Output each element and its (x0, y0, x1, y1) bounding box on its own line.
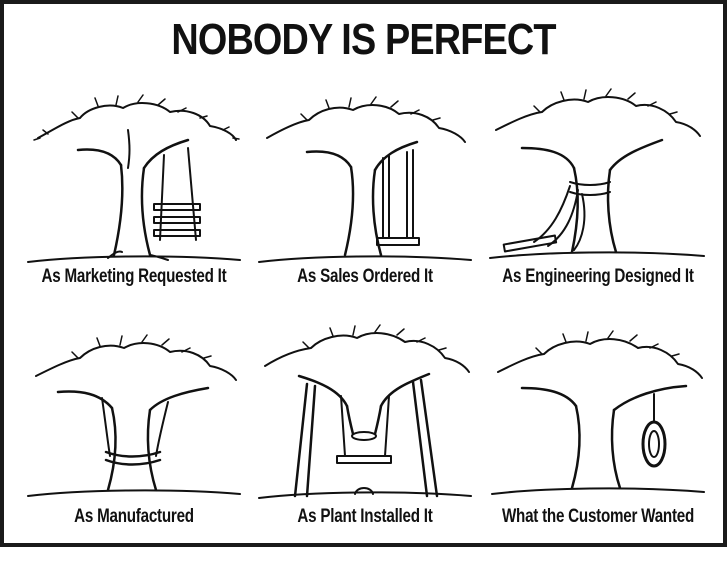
panel-caption: As Marketing Requested It (41, 266, 227, 287)
panel-manufactured: As Manufactured (18, 326, 250, 566)
panel-caption: As Engineering Designed It (502, 266, 694, 287)
tree-swing-wrapped-trunk-icon (27, 334, 241, 497)
tree-swing-three-boards-icon (27, 94, 241, 263)
tree-swing-collapsed-icon (489, 88, 705, 259)
tree-swing-long-ropes-icon (258, 96, 472, 263)
panel-caption: What the Customer Wanted (501, 506, 695, 527)
panel-customer-wanted: What the Customer Wanted (482, 326, 714, 566)
tree-swing-cut-trunk-icon (258, 324, 472, 499)
panel-marketing: As Marketing Requested It (18, 90, 250, 330)
cartoon-frame: NOBODY IS PERFECT As Marketing R (0, 0, 727, 547)
panel-plant-installed: As Plant Installed It (249, 324, 481, 566)
panel-caption: As Manufactured (74, 506, 194, 527)
page-title: NOBODY IS PERFECT (171, 15, 556, 64)
panel-caption: As Plant Installed It (297, 506, 433, 527)
panel-caption: As Sales Ordered It (297, 266, 433, 287)
panel-engineering: As Engineering Designed It (482, 88, 714, 330)
panel-sales: As Sales Ordered It (249, 90, 481, 330)
tree-tire-swing-icon (491, 330, 705, 495)
